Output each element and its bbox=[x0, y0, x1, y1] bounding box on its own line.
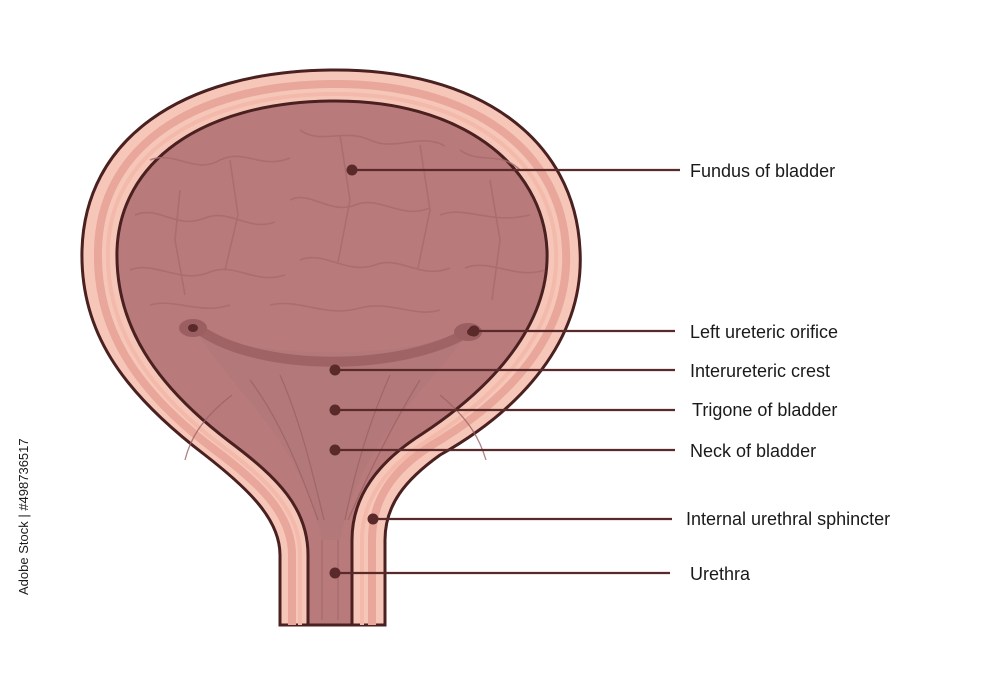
bladder-inner-lining bbox=[105, 91, 559, 625]
label-neck: Neck of bladder bbox=[690, 441, 816, 461]
stock-id-watermark: Adobe Stock | #498736517 bbox=[16, 438, 31, 595]
label-leaders bbox=[329, 164, 680, 579]
bladder-muscle-layer bbox=[93, 79, 571, 625]
trigone-striations bbox=[184, 374, 487, 521]
label-urethra: Urethra bbox=[690, 564, 751, 584]
trigone-region bbox=[195, 330, 470, 540]
label-interureteric-crest: Interureteric crest bbox=[690, 361, 830, 381]
urethra-striations bbox=[321, 540, 339, 620]
label-fundus: Fundus of bladder bbox=[690, 161, 835, 181]
interureteric-crest bbox=[195, 325, 473, 367]
label-trigone: Trigone of bladder bbox=[692, 400, 837, 420]
mucosal-folds bbox=[129, 129, 546, 313]
label-left-ureteric-orifice: Left ureteric orifice bbox=[690, 322, 838, 342]
label-internal-sphincter: Internal urethral sphincter bbox=[686, 509, 890, 529]
right-ureteric-orifice bbox=[179, 319, 207, 337]
